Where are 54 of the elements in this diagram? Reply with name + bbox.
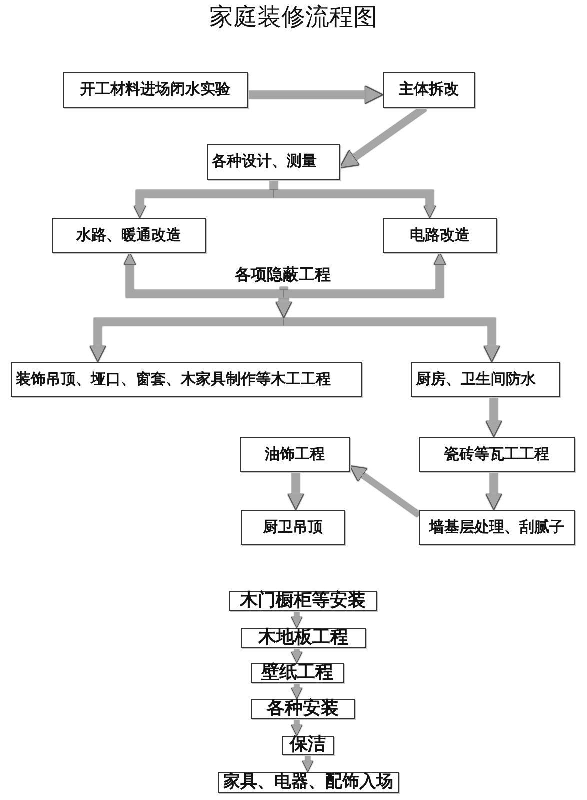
diagram-title: 家庭装修流程图 bbox=[210, 5, 378, 32]
process-box bbox=[411, 362, 560, 397]
process-box bbox=[251, 663, 344, 683]
step-label: 家具、电器、配饰入场 bbox=[224, 774, 394, 792]
step-label: 装饰吊顶、垭口、窗套、木家具制作等木工工程 bbox=[16, 372, 331, 388]
step-label: 各种安装 bbox=[267, 700, 339, 718]
step-label: 墙基层处理、刮腻子 bbox=[430, 520, 564, 536]
step-label: 各种设计、测量 bbox=[212, 154, 317, 170]
step-label: 木地板工程 bbox=[258, 628, 348, 648]
step-label: 开工材料进场闭水实验 bbox=[80, 82, 230, 98]
process-box bbox=[240, 437, 350, 472]
process-box bbox=[419, 437, 575, 472]
process-box bbox=[52, 218, 206, 253]
step-label: 厨房、卫生间防水 bbox=[416, 372, 536, 388]
step-label: 水路、暖通改造 bbox=[76, 228, 182, 244]
arrow bbox=[486, 472, 502, 510]
arrow bbox=[291, 648, 303, 664]
process-box bbox=[251, 699, 355, 719]
process-box bbox=[229, 591, 377, 611]
arrow bbox=[124, 252, 284, 298]
process-box bbox=[207, 144, 340, 180]
arrow bbox=[248, 85, 384, 105]
step-label: 壁纸工程 bbox=[262, 664, 334, 682]
step-label: 厨卫吊顶 bbox=[263, 520, 323, 536]
arrow bbox=[302, 755, 314, 772]
process-box bbox=[241, 628, 366, 648]
arrow bbox=[90, 318, 284, 362]
step-label: 主体拆改 bbox=[399, 82, 459, 98]
arrow bbox=[291, 611, 303, 628]
arrow bbox=[284, 252, 446, 298]
step-label: 保洁 bbox=[290, 736, 326, 755]
process-box bbox=[383, 218, 497, 253]
step-label: 电路改造 bbox=[410, 228, 470, 244]
arrow bbox=[134, 190, 274, 218]
process-box bbox=[218, 772, 399, 793]
process-box bbox=[241, 510, 345, 545]
process-box bbox=[419, 510, 575, 545]
process-box bbox=[282, 736, 334, 755]
arrow bbox=[486, 397, 502, 438]
arrow bbox=[284, 318, 500, 362]
connector-line bbox=[270, 180, 278, 190]
step-label: 木门橱柜等安装 bbox=[240, 592, 366, 610]
step-label: 瓷砖等瓦工工程 bbox=[444, 446, 550, 462]
process-box bbox=[11, 362, 362, 397]
process-box bbox=[63, 72, 248, 108]
connector-line bbox=[280, 287, 288, 290]
step-label: 油饰工程 bbox=[265, 446, 325, 462]
arrow bbox=[288, 472, 304, 510]
arrow bbox=[291, 719, 303, 736]
arrow bbox=[348, 464, 421, 518]
stage-label: 各项隐蔽工程 bbox=[231, 263, 335, 287]
process-box bbox=[383, 72, 475, 108]
arrow bbox=[291, 683, 303, 700]
arrow bbox=[274, 190, 436, 218]
